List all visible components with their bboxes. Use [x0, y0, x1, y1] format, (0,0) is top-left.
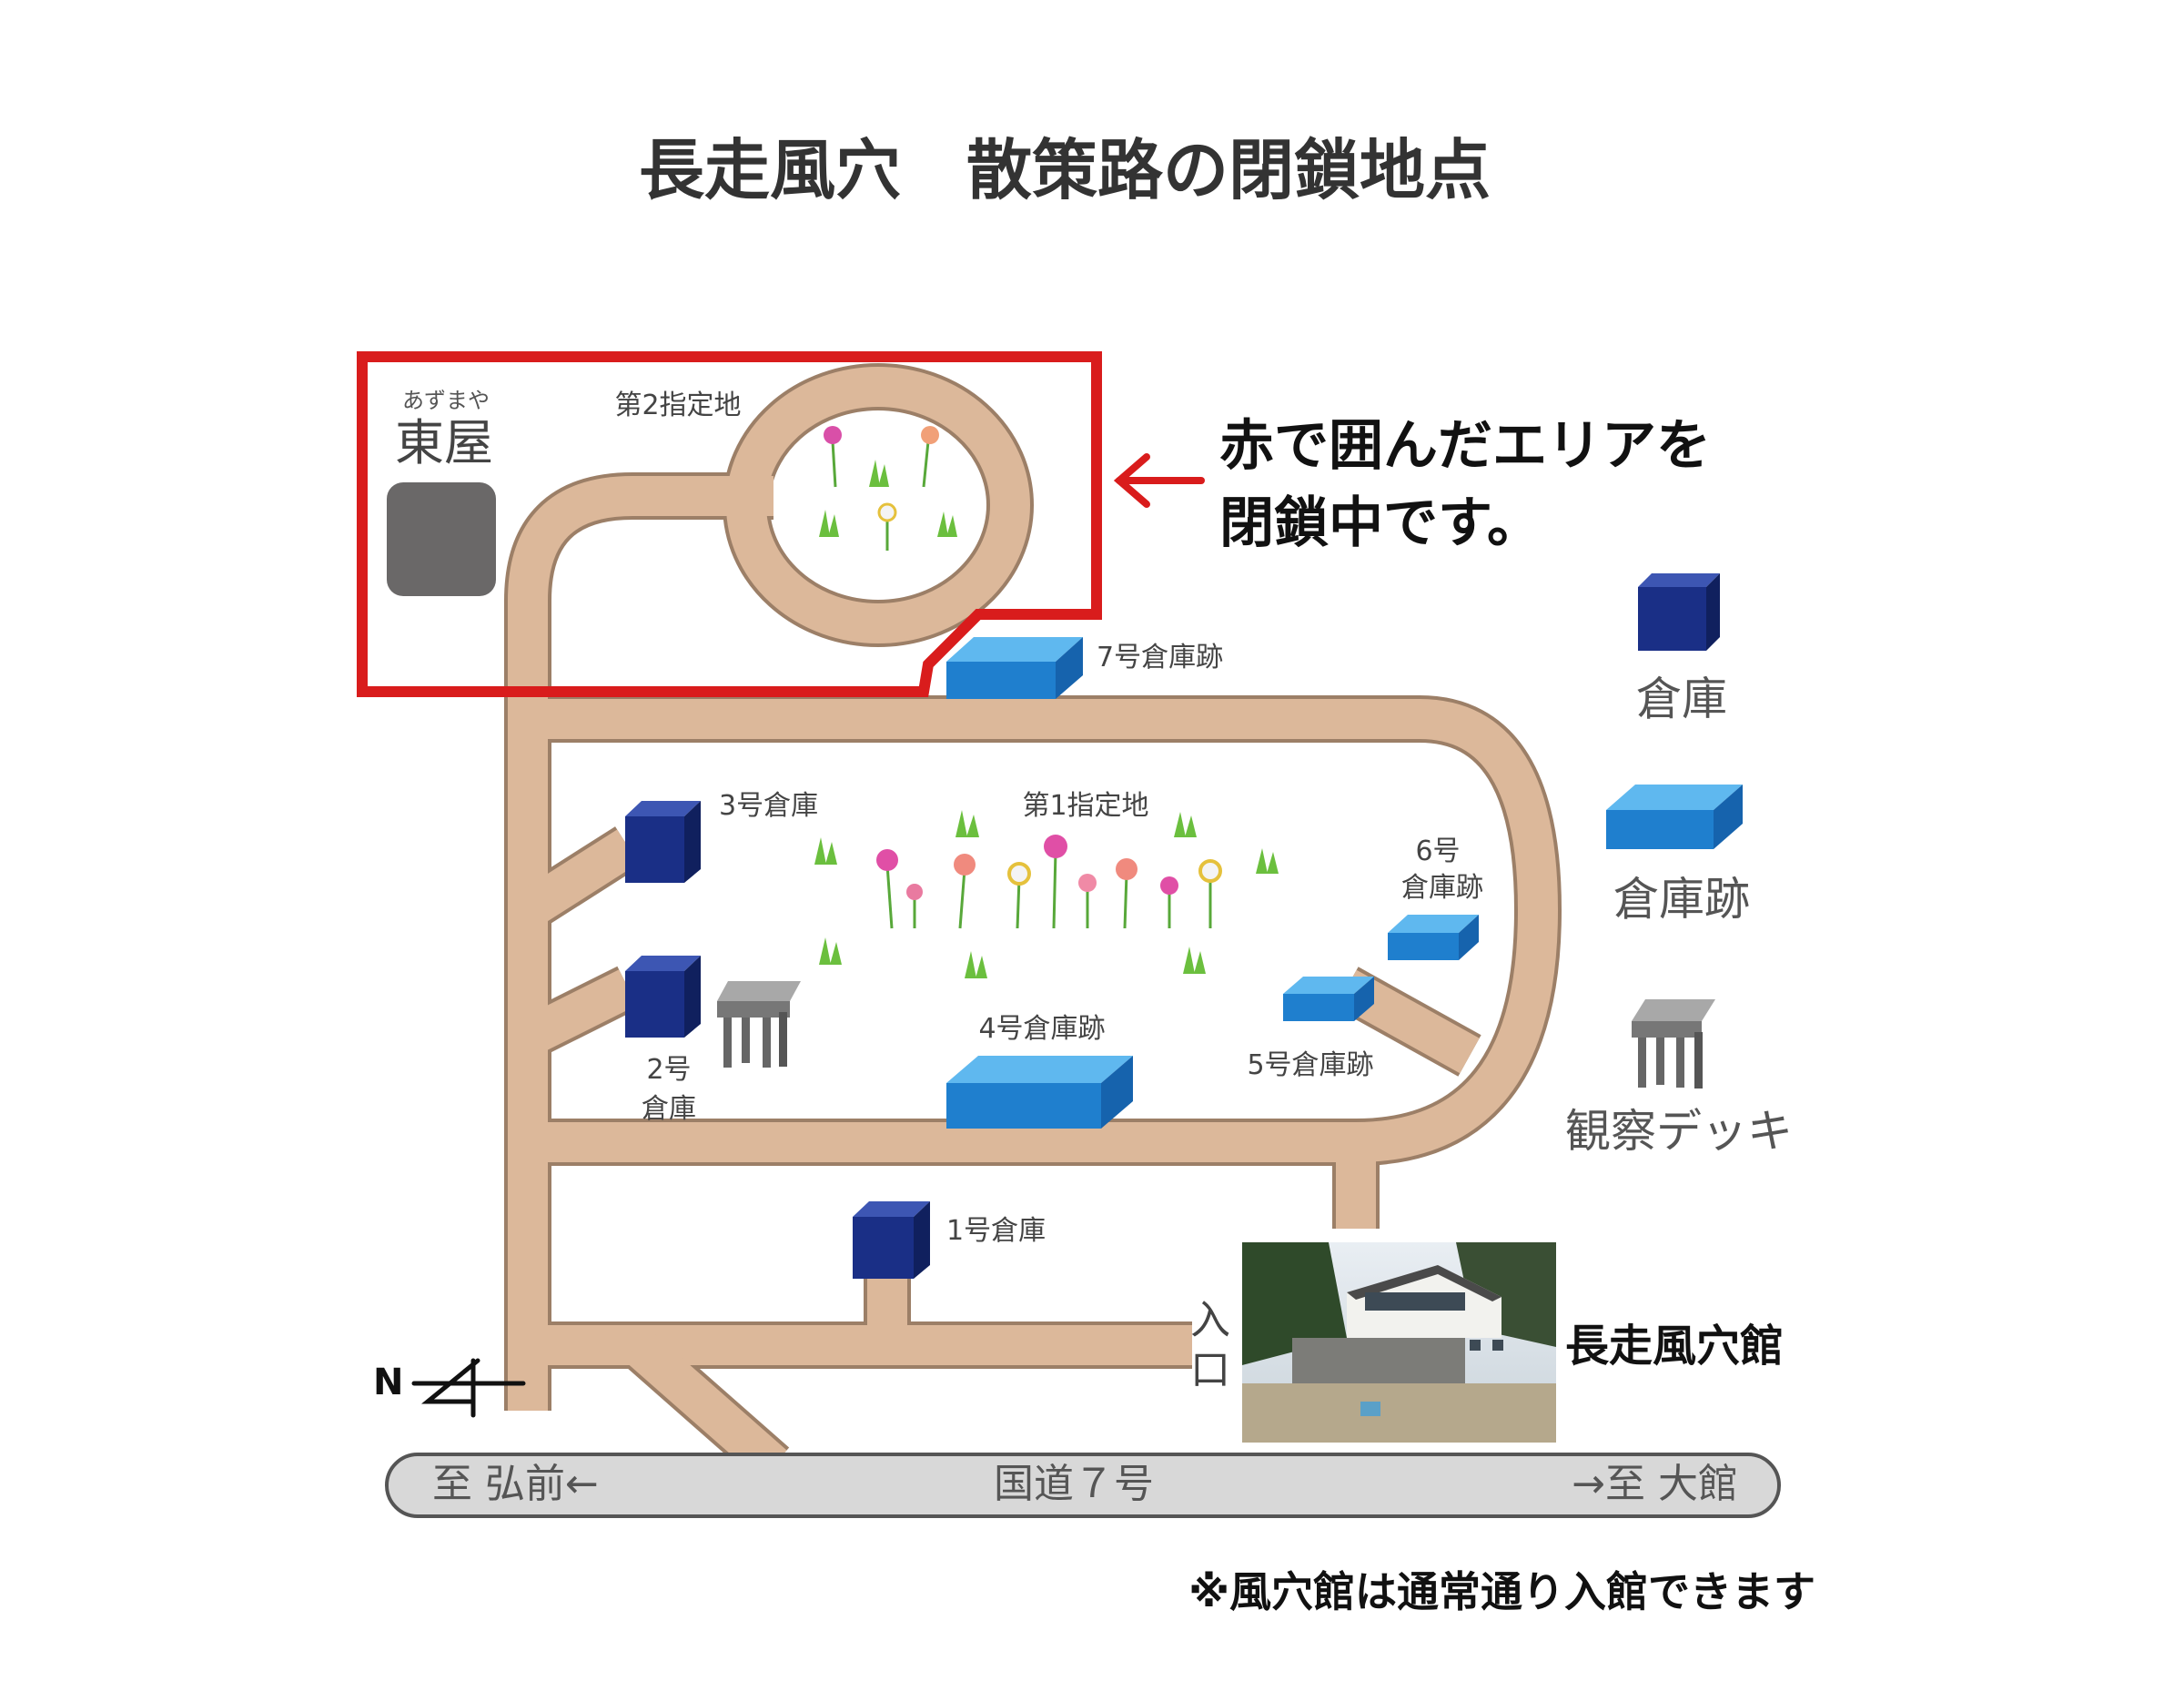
legend-warehouse-label: 倉庫 [1636, 673, 1727, 725]
shed5-ruin-label: 5号倉庫跡 [1247, 1049, 1373, 1081]
shed6-ruin-icon [1388, 915, 1479, 960]
azumaya-icon [387, 482, 496, 596]
legend-warehouse-ruin-label: 倉庫跡 [1613, 873, 1750, 926]
site2-flowers-icon [819, 426, 957, 551]
legend-deck-icon [1632, 999, 1715, 1089]
map-title: 長走風穴 散策路の閉鎖地点 [639, 132, 1491, 208]
road-right-label: →至 大館 [1572, 1461, 1738, 1507]
road-left-label: 至 弘前← [432, 1461, 599, 1507]
shed2-label-line1: 2号 [646, 1054, 691, 1086]
shed2-label-line2: 倉庫 [642, 1093, 696, 1125]
shed4-ruin-label: 4号倉庫跡 [978, 1013, 1105, 1045]
closure-notice-line1: 赤で囲んだエリアを [1219, 414, 1711, 478]
shed7-ruin-icon [946, 637, 1083, 699]
deck-icon [717, 981, 801, 1068]
shed3-warehouse-icon [625, 801, 701, 883]
shed1-warehouse-icon [853, 1201, 930, 1279]
shed4-ruin-icon [946, 1056, 1133, 1129]
shed7-ruin-label: 7号倉庫跡 [1097, 642, 1223, 673]
north-label: N [373, 1362, 403, 1403]
site1-label: 第1指定地 [1022, 790, 1148, 822]
shed2-warehouse-icon [625, 956, 701, 1038]
closed-area-arrow [1113, 453, 1205, 508]
national-route-7 [385, 1453, 1781, 1518]
entrance-label-2: 口 [1190, 1347, 1230, 1393]
closed-area-outline [357, 351, 1102, 697]
footnote: ※風穴館は通常通り入館できます [1188, 1567, 1815, 1616]
shed5-ruin-icon [1283, 977, 1374, 1021]
closure-notice-line2: 閉鎖中です。 [1219, 491, 1542, 555]
shed1-label: 1号倉庫 [946, 1215, 1046, 1247]
shed6-ruin-label-line2: 倉庫跡 [1401, 872, 1483, 904]
site2-label: 第2指定地 [614, 390, 741, 421]
legend-warehouse-icon [1638, 573, 1720, 651]
shed6-ruin-label-line1: 6号 [1415, 835, 1460, 867]
legend-deck-label: 観察デッキ [1565, 1105, 1793, 1158]
north-arrow-icon [411, 1358, 526, 1418]
azumaya-furigana: あずまや [402, 388, 490, 413]
hall-label: 長走風穴館 [1565, 1321, 1784, 1372]
legend-warehouse-ruin-icon [1606, 785, 1743, 849]
site1-flowers-icon [814, 810, 1279, 978]
road-center-label: 国道７号 [994, 1461, 1154, 1507]
hall-photo [1242, 1242, 1556, 1443]
entrance-label-1: 入 [1190, 1297, 1230, 1343]
shed3-label: 3号倉庫 [719, 790, 818, 822]
azumaya-label: 東屋 [395, 414, 493, 471]
